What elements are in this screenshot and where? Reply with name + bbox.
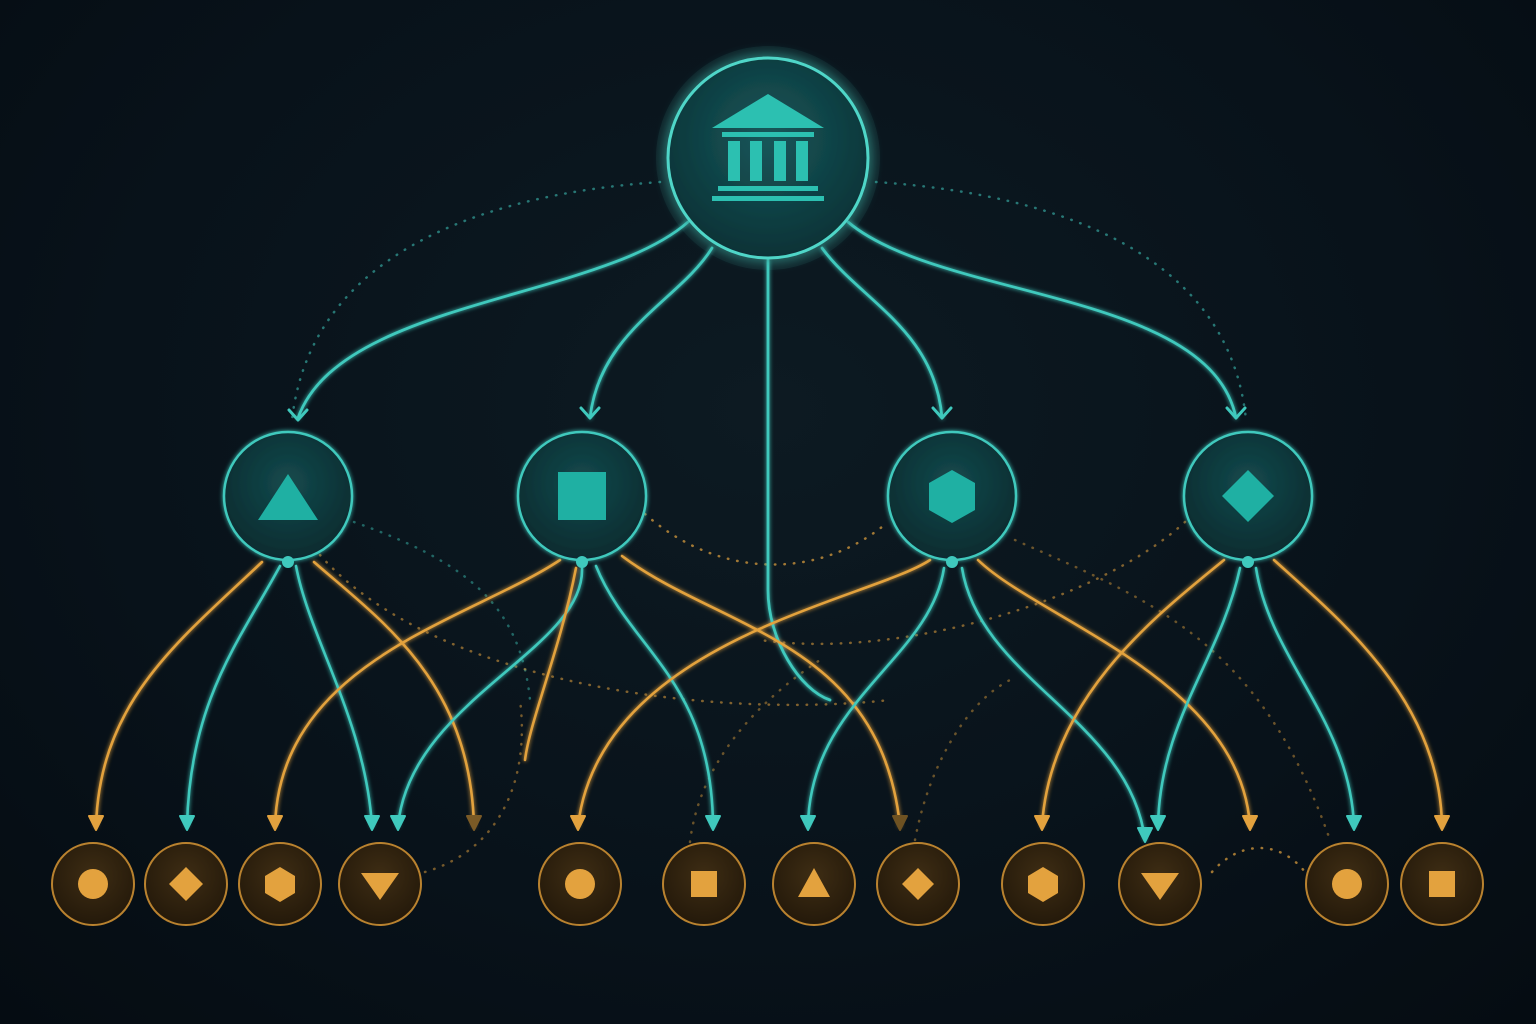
edge-mid2-leaf4b <box>396 566 584 828</box>
edge-mid4-leaf12 <box>1272 558 1444 828</box>
edge-mid4-leaf9 <box>1040 558 1226 828</box>
diamond-icon <box>1222 470 1274 522</box>
arrowhead-leaf2 <box>179 815 195 831</box>
mid-node-triangle <box>222 430 354 568</box>
leaf-node-12 <box>1400 842 1484 926</box>
root-node-circle <box>666 56 870 260</box>
leaf-node-1 <box>51 842 135 926</box>
square-icon <box>558 472 606 520</box>
arrowhead-mid3 <box>931 406 953 420</box>
arrowhead-leaf6 <box>705 815 721 831</box>
edges-dotted <box>290 180 1332 874</box>
edge-root-mid4 <box>846 220 1238 420</box>
arrowhead-mid2 <box>579 406 601 420</box>
arrowhead-leaf7 <box>800 815 816 831</box>
mid-node-port <box>946 556 958 568</box>
arrowhead-leaf5 <box>570 815 586 831</box>
leaf-node-11 <box>1305 842 1389 926</box>
circle-icon <box>78 869 108 899</box>
edge-mid4-leaf11 <box>1254 566 1356 828</box>
mid-node-square <box>516 430 648 568</box>
mid-node-port <box>282 556 294 568</box>
circle-icon <box>565 869 595 899</box>
mid-node-hexagon <box>886 430 1018 568</box>
triangle-down-icon <box>361 873 399 900</box>
arrowhead-extra2 <box>892 815 908 831</box>
edge-mid2-leaf8 <box>620 554 902 828</box>
dotted-leaf9-edge <box>913 678 1012 842</box>
edge-mid1-leaf4a <box>294 564 374 828</box>
edge-mid2-leaf3 <box>273 558 562 828</box>
edge-mid3-leaf11 <box>976 558 1252 828</box>
arrowhead-leaf4a <box>364 815 380 831</box>
mid-node-port <box>1242 556 1254 568</box>
hexagon-icon <box>929 470 975 523</box>
leaf-node-4 <box>338 842 422 926</box>
arrowhead-extra1 <box>466 815 482 831</box>
square-icon <box>691 871 717 897</box>
edge-mid1-leaf2 <box>185 564 282 828</box>
arrowhead-extra3 <box>1242 815 1258 831</box>
arrowhead-mid4 <box>1225 406 1247 420</box>
arrowhead-leaf3 <box>267 815 283 831</box>
edge-mid3-leaf10 <box>960 566 1147 842</box>
edge-root-leaf-center <box>766 258 832 702</box>
edge-mid4-leaf10 <box>1156 566 1242 828</box>
circle-icon <box>1332 869 1362 899</box>
dotted-mid1-arc-edge <box>318 553 892 707</box>
arrowhead-leaf9 <box>1034 815 1050 831</box>
diamond-icon <box>169 867 203 901</box>
arrowhead-leaf10a <box>1137 827 1153 843</box>
leaf-node-7 <box>772 842 856 926</box>
edge-mid2-lower <box>523 566 578 762</box>
root-node <box>656 46 880 270</box>
mid-node-diamond <box>1182 430 1314 568</box>
arrowhead-mid1 <box>287 408 309 422</box>
mid-node-port <box>576 556 588 568</box>
leaf-node-6 <box>662 842 746 926</box>
arrowhead-leaf12 <box>1434 815 1450 831</box>
dotted-root-left-edge <box>290 180 662 422</box>
edges-solid <box>94 220 1444 842</box>
bank-icon <box>712 94 824 201</box>
dotted-leaf8-return-edge <box>688 658 822 844</box>
edge-root-mid1 <box>296 220 690 420</box>
arrowhead-leaf11 <box>1346 815 1362 831</box>
edge-mid3-leaf5 <box>576 558 932 828</box>
arrowhead-leaf10b <box>1150 815 1166 831</box>
mid-nodes <box>222 430 1314 568</box>
leaf-nodes <box>51 842 1484 926</box>
leaf-node-2 <box>144 842 228 926</box>
arrowhead-leaf1 <box>88 815 104 831</box>
edge-root-mid2 <box>588 246 714 420</box>
triangle-down-icon <box>1141 873 1179 900</box>
diamond-icon <box>902 868 934 900</box>
leaf-node-3 <box>238 842 322 926</box>
leaf-node-10 <box>1118 842 1202 926</box>
hexagon-icon <box>265 867 295 902</box>
dotted-leaf-bridge-edge <box>1210 846 1307 874</box>
leaf-node-5 <box>538 842 622 926</box>
hexagon-icon <box>1028 867 1058 902</box>
arrowheads <box>88 406 1450 843</box>
edge-mid2-leaf6 <box>594 564 715 828</box>
dotted-root-right-edge <box>874 180 1248 422</box>
leaf-node-9 <box>1001 842 1085 926</box>
dotted-mid2-mid3-edge <box>643 512 890 566</box>
edge-mid1-leaf5 <box>312 560 476 828</box>
arrowhead-leaf4b <box>390 815 406 831</box>
edge-mid1-leaf1 <box>94 560 264 828</box>
edge-mid3-leaf7 <box>806 566 946 828</box>
leaf-node-8 <box>876 842 960 926</box>
dotted-leaf4-return-edge <box>423 698 524 874</box>
square-icon <box>1429 871 1455 897</box>
triangle-icon <box>798 868 830 897</box>
edge-root-mid3 <box>820 246 944 420</box>
triangle-icon <box>258 474 318 520</box>
